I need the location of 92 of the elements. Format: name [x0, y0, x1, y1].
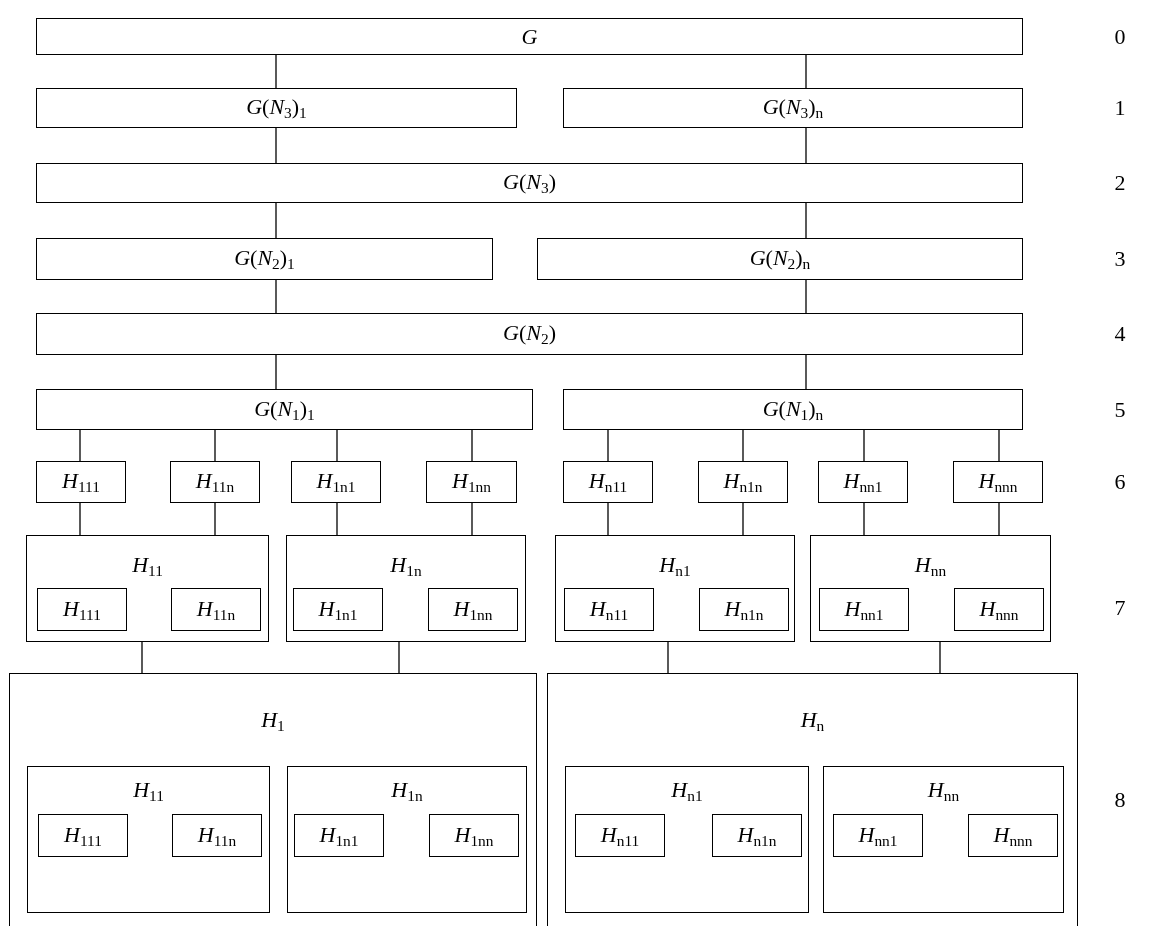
- connector-line: [667, 641, 669, 674]
- level-number: 8: [1113, 787, 1127, 813]
- node-box: H$_{11n}$: [171, 588, 261, 631]
- node-box: H$_{11n}$: [170, 461, 260, 503]
- node-box: G(N$_{3}$)$_{n}$: [563, 88, 1023, 128]
- node-box: H$_{nn1}$: [819, 588, 909, 631]
- connector-line: [336, 429, 338, 462]
- node-box: H$_{1nn}$: [429, 814, 519, 857]
- connector-line: [141, 641, 143, 674]
- group-heading: H$_{1n}$: [390, 777, 424, 806]
- node-box: H$_{n11}$: [563, 461, 653, 503]
- connector-line: [998, 502, 1000, 536]
- connector-line: [275, 202, 277, 239]
- level-number: 3: [1113, 246, 1127, 272]
- group-box: [555, 535, 795, 642]
- connector-line: [742, 502, 744, 536]
- connector-line: [742, 429, 744, 462]
- connector-line: [275, 127, 277, 164]
- node-box: H$_{1nn}$: [426, 461, 517, 503]
- node-box: G(N$_{2}$): [36, 313, 1023, 355]
- level-number: 2: [1113, 170, 1127, 196]
- node-box: H$_{nnn}$: [968, 814, 1058, 857]
- level-number: 1: [1113, 95, 1127, 121]
- group-heading: H$_{n1}$: [658, 552, 692, 581]
- connector-line: [79, 429, 81, 462]
- node-box: H$_{n11}$: [575, 814, 665, 857]
- connector-line: [805, 279, 807, 314]
- level-number: 0: [1113, 24, 1127, 50]
- node-box: H$_{1n1}$: [294, 814, 384, 857]
- group-box: [286, 535, 526, 642]
- group-heading: H$_{n1}$: [670, 777, 704, 806]
- node-box: H$_{11n}$: [172, 814, 262, 857]
- level-number: 4: [1113, 321, 1127, 347]
- node-box: G(N$_{3}$): [36, 163, 1023, 203]
- node-box: G(N$_{3}$)$_{1}$: [36, 88, 517, 128]
- group-box: [9, 673, 537, 926]
- group-heading: H$_{11}$: [132, 777, 165, 806]
- connector-line: [805, 202, 807, 239]
- node-box: H$_{nnn}$: [953, 461, 1043, 503]
- level-number: 5: [1113, 397, 1127, 423]
- group-box: [823, 766, 1064, 913]
- level-number: 7: [1113, 595, 1127, 621]
- node-box: G: [36, 18, 1023, 55]
- node-box: H$_{111}$: [36, 461, 126, 503]
- connector-line: [214, 429, 216, 462]
- connector-line: [471, 502, 473, 536]
- node-box: G(N$_{2}$)$_{1}$: [36, 238, 493, 280]
- connector-line: [863, 429, 865, 462]
- connector-line: [805, 54, 807, 89]
- connector-line: [214, 502, 216, 536]
- connector-line: [275, 54, 277, 89]
- group-box: [565, 766, 809, 913]
- connector-line: [336, 502, 338, 536]
- node-box: H$_{n11}$: [564, 588, 654, 631]
- group-box: [27, 766, 270, 913]
- node-box: H$_{nn1}$: [833, 814, 923, 857]
- node-box: H$_{nnn}$: [954, 588, 1044, 631]
- node-box: H$_{111}$: [38, 814, 128, 857]
- node-box: H$_{1n1}$: [291, 461, 381, 503]
- node-box: H$_{n1n}$: [712, 814, 802, 857]
- connector-line: [398, 641, 400, 674]
- node-box: H$_{n1n}$: [698, 461, 788, 503]
- connector-line: [805, 127, 807, 164]
- connector-line: [275, 279, 277, 314]
- connector-line: [607, 502, 609, 536]
- node-box: H$_{1nn}$: [428, 588, 518, 631]
- group-heading: H$_{nn}$: [913, 552, 948, 581]
- node-box: G(N$_{1}$)$_{1}$: [36, 389, 533, 430]
- group-heading: H$_{n}$: [799, 707, 826, 736]
- group-heading: H$_{1}$: [260, 707, 286, 736]
- group-box: [810, 535, 1051, 642]
- group-heading: H$_{11}$: [131, 552, 164, 581]
- connector-line: [471, 429, 473, 462]
- connector-line: [607, 429, 609, 462]
- group-heading: H$_{1n}$: [389, 552, 423, 581]
- level-number: 6: [1113, 469, 1127, 495]
- connector-line: [939, 641, 941, 674]
- group-heading: H$_{nn}$: [926, 777, 961, 806]
- connector-line: [998, 429, 1000, 462]
- node-box: H$_{nn1}$: [818, 461, 908, 503]
- node-box: G(N$_{1}$)$_{n}$: [563, 389, 1023, 430]
- node-box: H$_{n1n}$: [699, 588, 789, 631]
- connector-line: [79, 502, 81, 536]
- connector-line: [805, 354, 807, 390]
- node-box: H$_{1n1}$: [293, 588, 383, 631]
- group-box: [547, 673, 1078, 926]
- group-box: [287, 766, 527, 913]
- node-box: H$_{111}$: [37, 588, 127, 631]
- connector-line: [275, 354, 277, 390]
- connector-line: [863, 502, 865, 536]
- group-box: [26, 535, 269, 642]
- node-box: G(N$_{2}$)$_{n}$: [537, 238, 1023, 280]
